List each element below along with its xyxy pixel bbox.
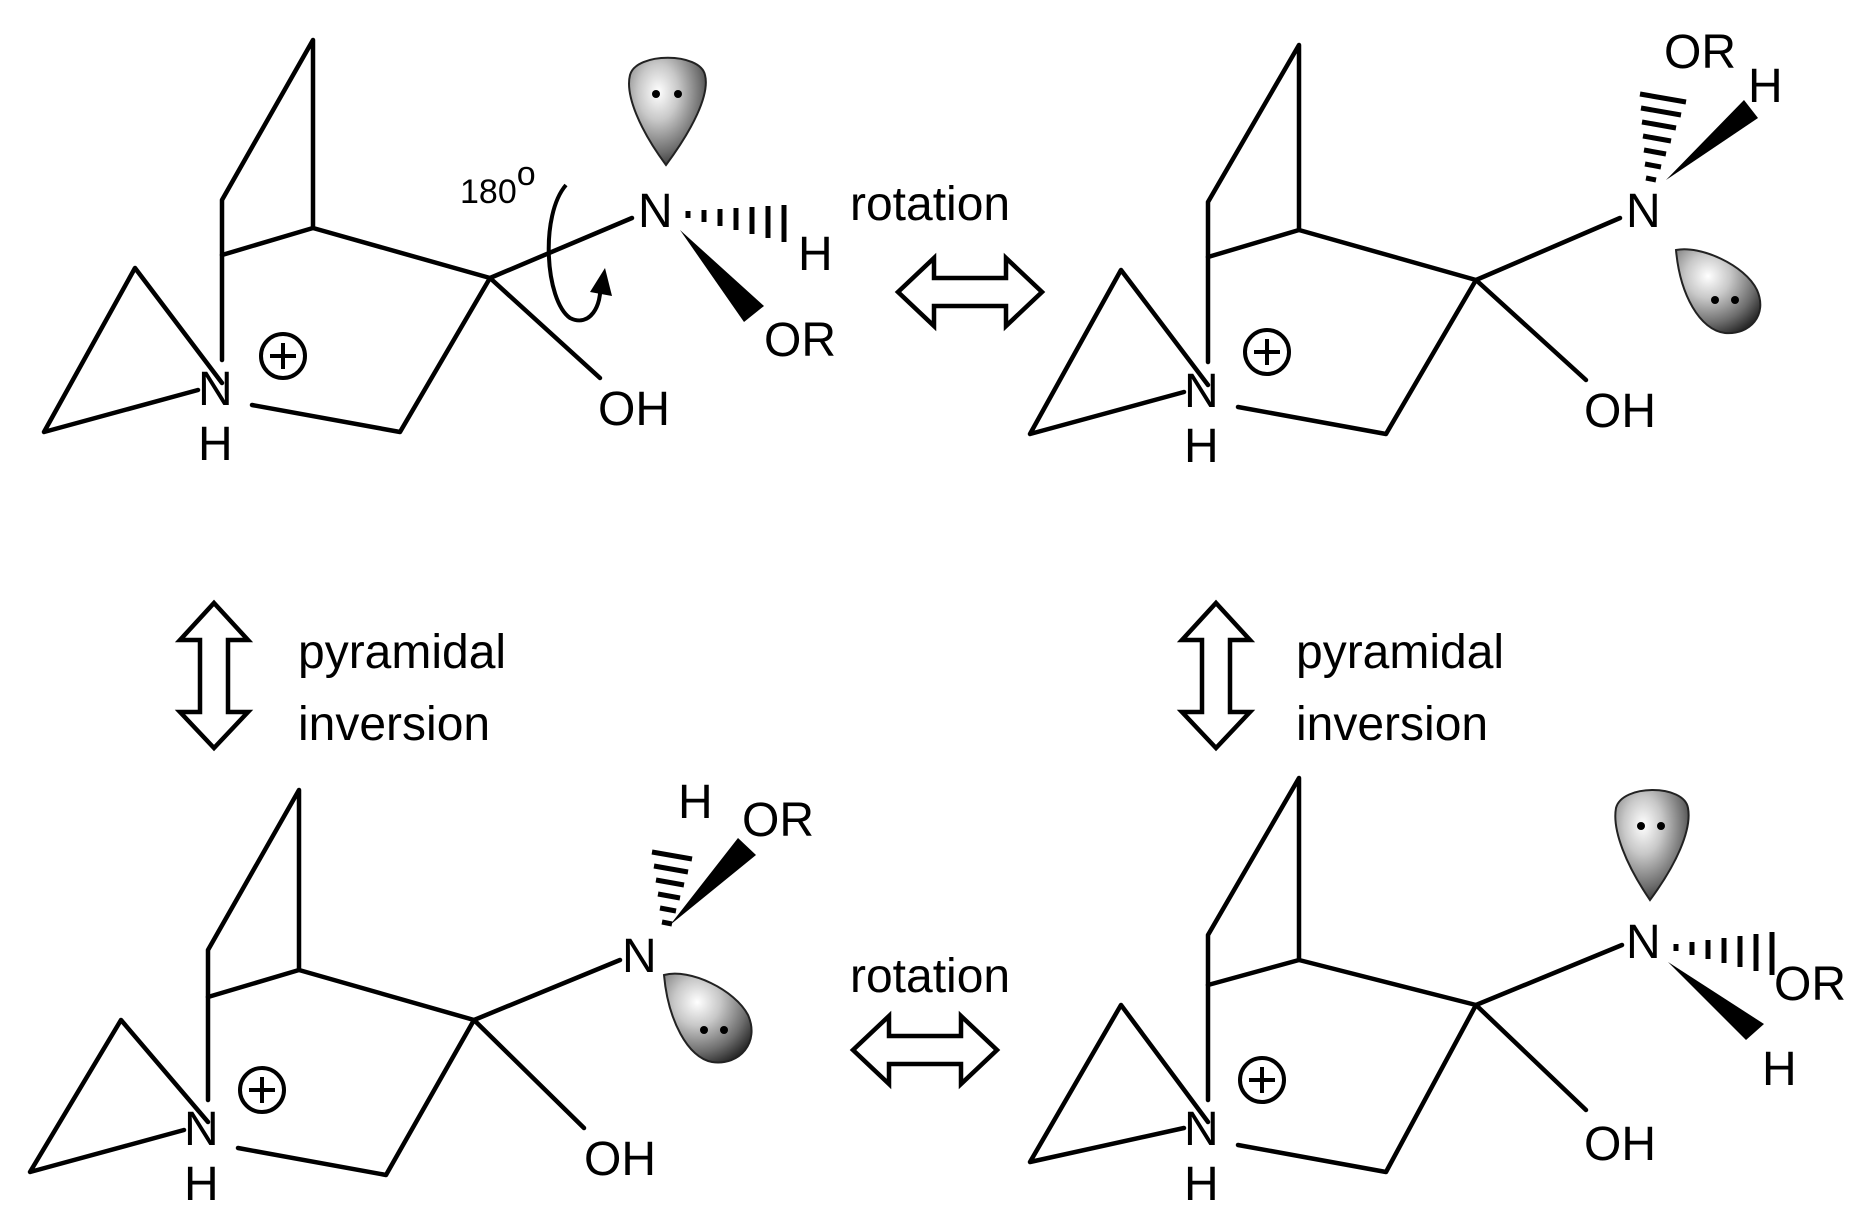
wedge-bond-to-h <box>1668 962 1764 1040</box>
hashed-bond-to-or <box>1673 932 1775 975</box>
wedge-substituent-label: H <box>1762 1043 1797 1096</box>
quinuclidine-skeleton <box>1027 42 1623 437</box>
quinuclidine-skeleton <box>27 787 623 1178</box>
double-arrow-vertical-icon <box>1176 599 1256 752</box>
hashed-substituent-label: OR <box>1664 26 1736 79</box>
positive-charge-icon <box>238 1066 286 1114</box>
wedge-bond-to-h <box>1666 100 1758 180</box>
lone-pair-orbital-icon <box>662 972 753 1064</box>
hydroxyl-label: OH <box>598 383 670 436</box>
hashed-substituent-label: H <box>678 776 713 829</box>
lone-pair-orbital-icon <box>1674 248 1762 335</box>
ammonium-n-label: N <box>198 363 233 416</box>
inversion-label-left: inversion <box>298 698 490 751</box>
lone-pair-orbital-icon <box>628 56 707 167</box>
rotation-angle-label: 180o <box>460 155 536 211</box>
double-arrow-horizontal-icon <box>849 1010 1001 1090</box>
ammonium-h-label: H <box>1184 1158 1219 1211</box>
rotation-label-top: rotation <box>850 178 1010 231</box>
rotation-label-bottom: rotation <box>850 950 1010 1003</box>
ammonium-n-label: N <box>1184 365 1219 418</box>
wedge-bond-to-or <box>670 838 756 925</box>
hashed-bond-to-h <box>651 849 693 927</box>
structure-bottom-right: N H OH N OR H <box>1027 775 1846 1211</box>
rotation-curved-arrow-icon <box>546 183 612 323</box>
hashed-substituent-label: OR <box>1774 958 1846 1011</box>
amine-n-label: N <box>622 930 657 983</box>
double-arrow-vertical-icon <box>174 599 254 752</box>
double-arrow-horizontal-icon <box>894 252 1046 332</box>
lone-pair-orbital-icon <box>1614 789 1690 902</box>
hashed-bond-to-h <box>685 205 787 242</box>
right-inversion-equilibrium: pyramidal inversion <box>1176 599 1504 752</box>
ammonium-n-label: N <box>184 1103 219 1156</box>
left-inversion-equilibrium: pyramidal inversion <box>174 599 506 752</box>
hashed-bond-to-or <box>1639 91 1687 183</box>
amine-n-label: N <box>638 185 673 238</box>
hydroxyl-label: OH <box>1584 1118 1656 1171</box>
wedge-substituent-label: OR <box>742 794 814 847</box>
positive-charge-icon <box>259 332 307 380</box>
quinuclidine-skeleton <box>1027 775 1625 1175</box>
quinuclidine-skeleton <box>41 37 635 435</box>
ammonium-h-label: H <box>1184 420 1219 473</box>
amine-n-label: N <box>1626 916 1661 969</box>
structure-top-right: N H OH N OR H <box>1027 26 1783 473</box>
inversion-label-right: inversion <box>1296 698 1488 751</box>
pyramidal-label-left: pyramidal <box>298 626 506 679</box>
structure-top-left: N H OH N H OR 180o <box>41 37 836 471</box>
ammonium-n-label: N <box>1184 1103 1219 1156</box>
wedge-substituent-label: H <box>1748 60 1783 113</box>
wedge-substituent-label: OR <box>764 314 836 367</box>
ammonium-h-label: H <box>184 1158 219 1211</box>
positive-charge-icon <box>1238 1056 1286 1104</box>
hydroxyl-label: OH <box>584 1133 656 1186</box>
bottom-rotation-equilibrium: rotation <box>849 950 1010 1090</box>
ammonium-h-label: H <box>198 418 233 471</box>
hydroxyl-label: OH <box>1584 385 1656 438</box>
top-rotation-equilibrium: rotation <box>850 178 1046 332</box>
hashed-substituent-label: H <box>798 228 833 281</box>
positive-charge-icon <box>1243 328 1291 376</box>
pyramidal-label-right: pyramidal <box>1296 626 1504 679</box>
amine-n-label: N <box>1626 185 1661 238</box>
wedge-bond-to-or <box>680 230 764 322</box>
structure-bottom-left: N H OH N H OR <box>27 776 814 1211</box>
